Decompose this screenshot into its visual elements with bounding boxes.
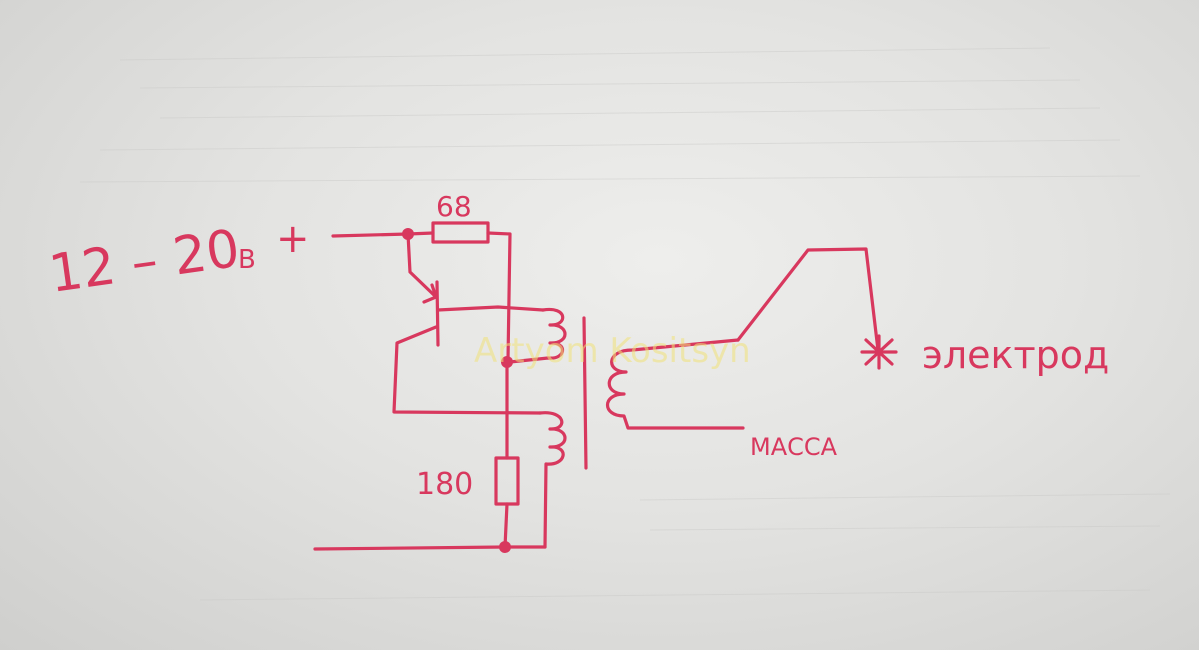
supply-unit-label: В <box>238 245 256 275</box>
supply-sign-label: + <box>276 216 310 262</box>
transistor-emitter-wire <box>392 325 542 415</box>
primary-coil-lower <box>538 411 567 549</box>
transistor-base-bar <box>435 280 440 347</box>
resistor-68 <box>431 221 490 244</box>
electrode-label: электрод <box>922 333 1109 377</box>
electrode-wire <box>736 247 880 352</box>
secondary-coil <box>606 338 745 430</box>
resistor-180-lead <box>503 502 509 549</box>
ground-label: МАССА <box>750 433 838 461</box>
resistor-68-lead-left <box>406 231 435 236</box>
supply-wire <box>331 232 410 238</box>
primary-coil-upper <box>508 307 567 364</box>
bottom-junction <box>499 541 511 553</box>
supply-voltage-label: 12 – 20 <box>45 219 243 305</box>
resistor-180 <box>494 456 520 506</box>
transistor-base-wire <box>436 305 545 312</box>
resistor-68-lead-right <box>486 231 512 362</box>
watermark: Artyom Kositsyn <box>474 331 751 371</box>
resistor-180-label: 180 <box>416 467 473 502</box>
transformer-core <box>582 316 588 470</box>
spark-icon <box>860 334 898 370</box>
resistor-68-label: 68 <box>436 190 472 223</box>
transistor-collector-wire <box>406 232 438 299</box>
